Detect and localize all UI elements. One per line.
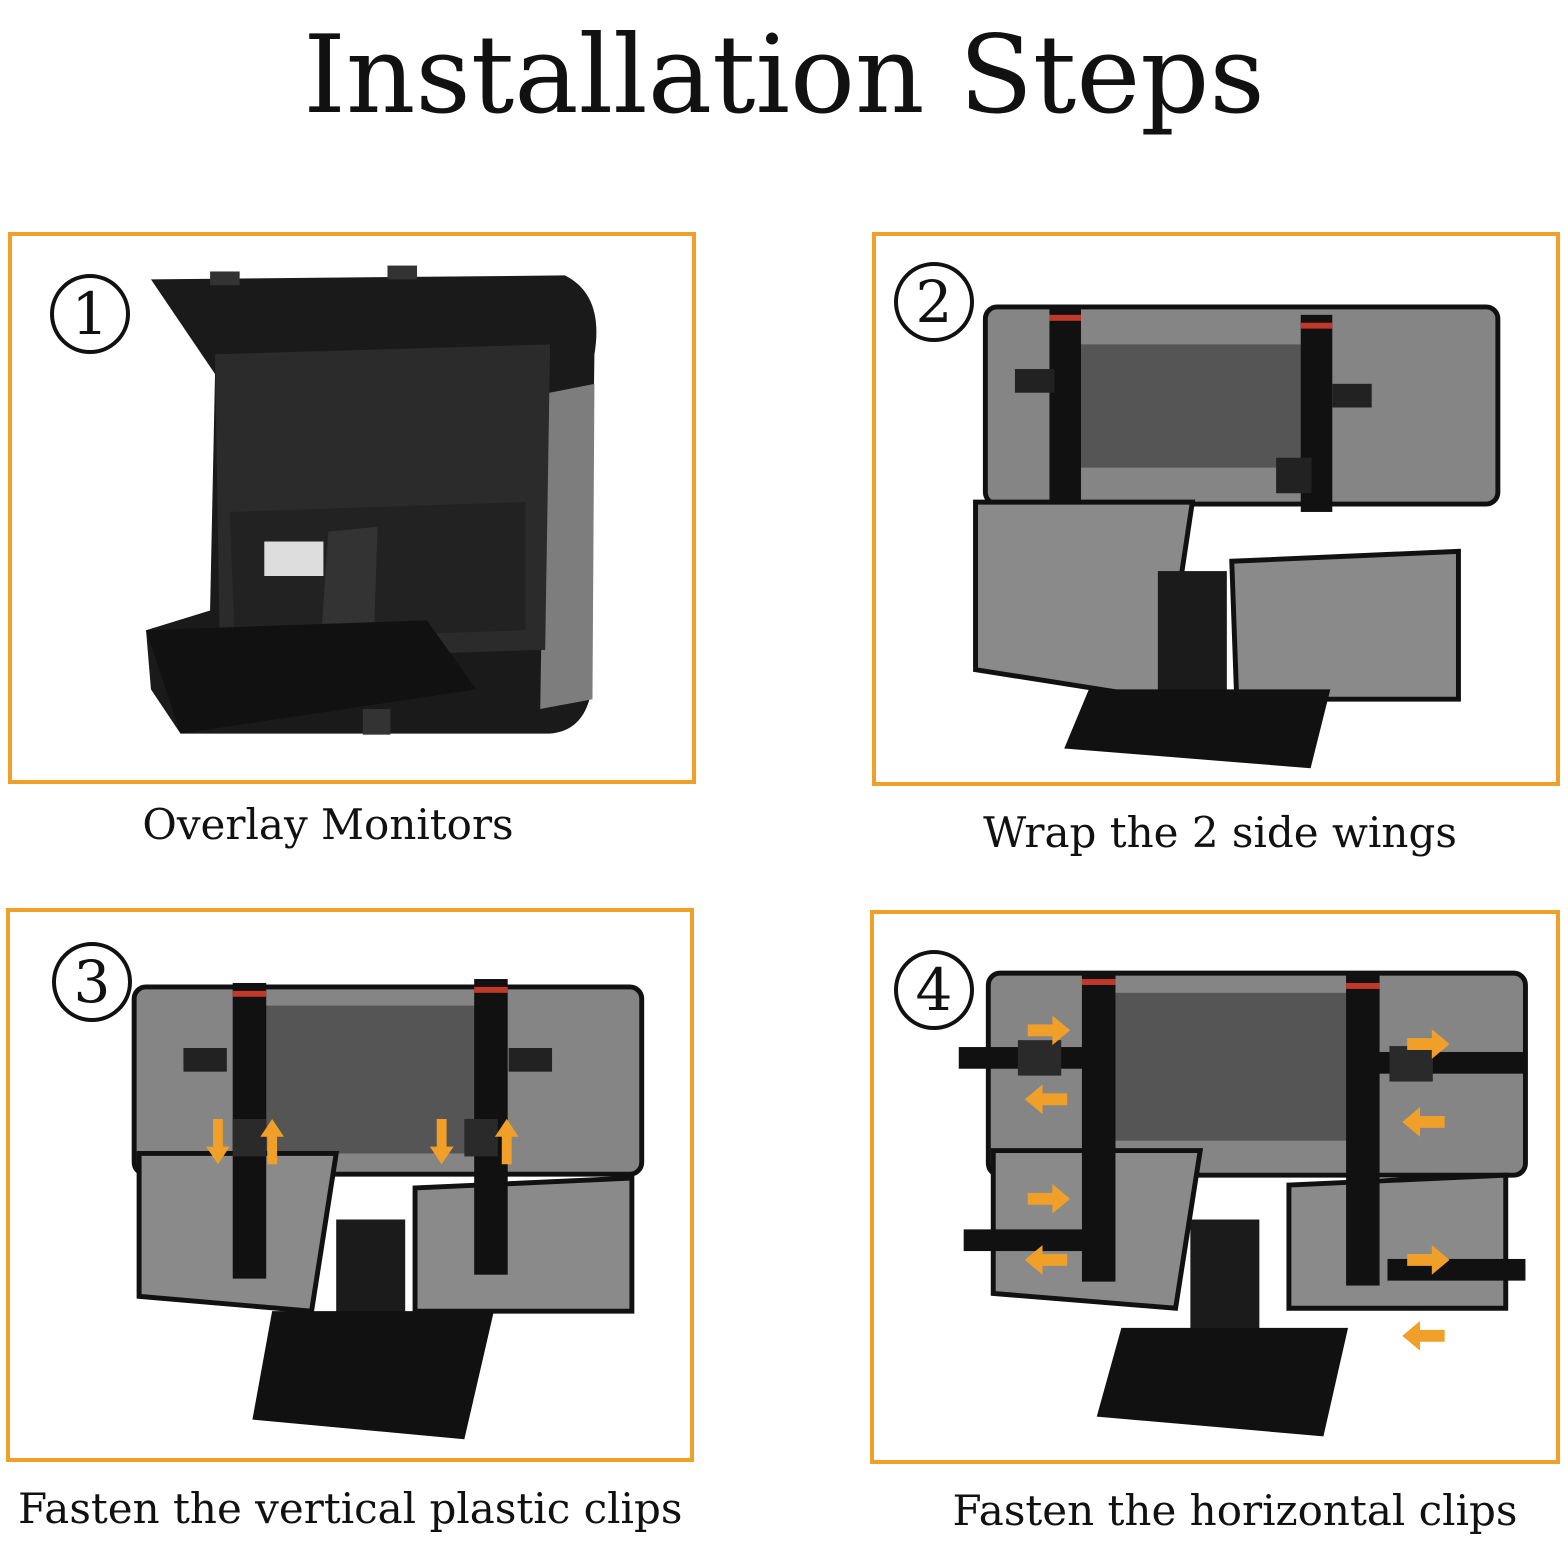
page-title: Installation Steps: [303, 13, 1265, 138]
step-2-number: 2: [894, 262, 974, 342]
arrow-icon: [206, 1118, 519, 1165]
step-4-number: 4: [894, 950, 974, 1030]
step-4-caption: Fasten the horizontal clips: [952, 1486, 1518, 1535]
monitor-cover-vertical-clips-illustration: [131, 979, 645, 1440]
step-3-panel: 3: [6, 908, 694, 1462]
monitor-cover-wings-illustration: [973, 304, 1501, 769]
monitor-cover-horizontal-clips-illustration: [958, 970, 1528, 1437]
step-2-panel: 2: [872, 232, 1560, 786]
step-3-number: 3: [52, 942, 132, 1022]
step-1-number: 1: [50, 274, 130, 354]
monitor-cover-open-illustration: [146, 265, 597, 735]
buckle-icon: [1014, 369, 1055, 393]
step-1-caption: Overlay Monitors: [142, 800, 514, 849]
step-2-caption: Wrap the 2 side wings: [983, 808, 1457, 857]
arrow-icon: [1024, 1015, 1450, 1351]
step-1-panel: 1: [8, 232, 696, 784]
step-3-caption: Fasten the vertical plastic clips: [18, 1484, 683, 1533]
step-4-panel: 4: [870, 910, 1560, 1464]
